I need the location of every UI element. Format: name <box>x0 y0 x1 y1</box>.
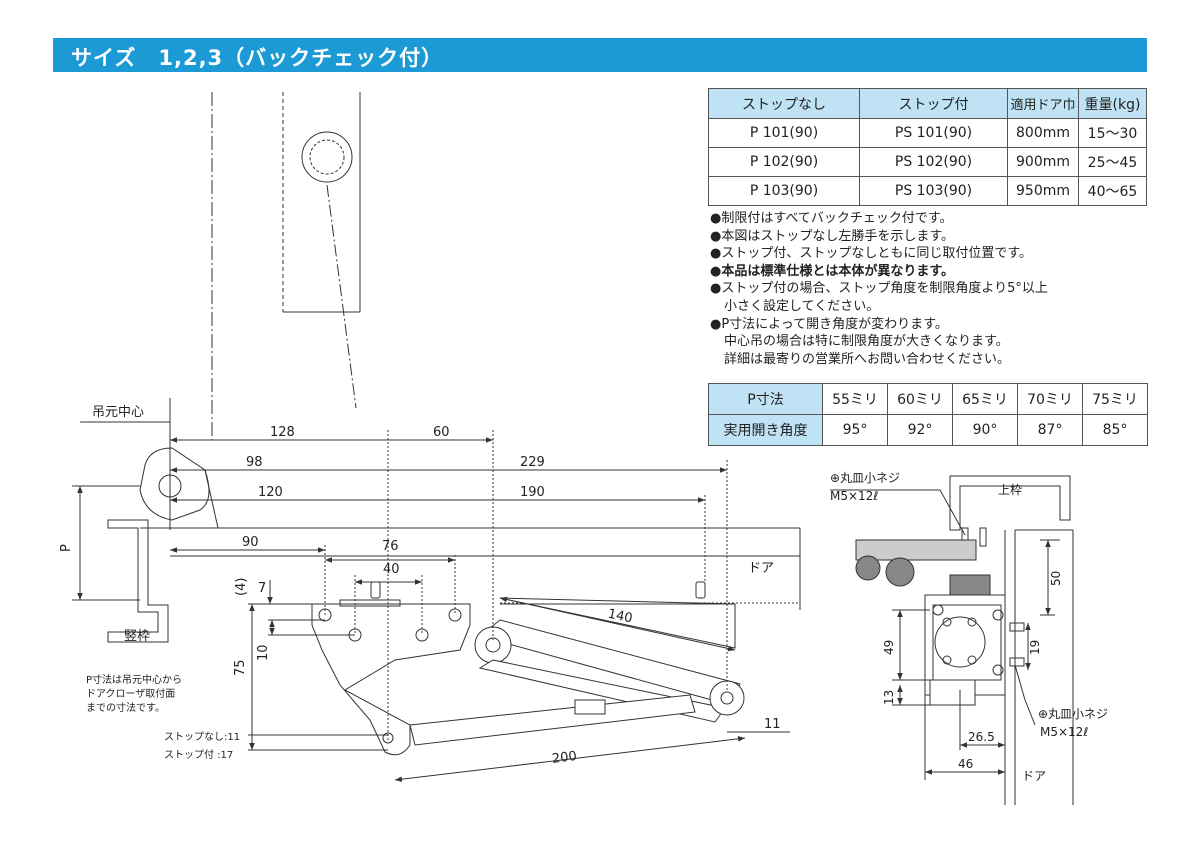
table-cell: 85° <box>1082 414 1148 446</box>
note-item: 中心吊の場合は特に制限角度が大きくなります。 <box>724 334 1009 350</box>
note-item: 小さく設定してください。 <box>724 298 880 314</box>
dim-140: 140 <box>606 607 633 627</box>
spec-table: ストップなし ストップ付 適用ドア巾 重量(kg) P 101(90) PS 1… <box>708 88 1147 206</box>
dim-4: (4) <box>234 578 249 596</box>
hinge-center-label: 吊元中心 <box>92 405 144 420</box>
opening-angle-label: 実用開き角度 <box>708 414 823 446</box>
table-row: P 103(90) PS 103(90) 950mm 40〜65 <box>708 176 1147 206</box>
table-cell: 60ミリ <box>887 383 953 415</box>
table-cell: 15〜30 <box>1078 118 1147 148</box>
note-item: ●ストップ付、ストップなしともに同じ取付位置です。 <box>710 246 1033 262</box>
side-door-label: ドア <box>1022 769 1046 783</box>
screw-bottom-label-1: ⊕丸皿小ネジ <box>1038 707 1108 721</box>
dim-40: 40 <box>383 562 400 577</box>
note-item-bold: ●本品は標準仕様とは本体が異なります。 <box>710 263 955 279</box>
table-cell: PS 103(90) <box>859 176 1008 206</box>
door-label: ドア <box>748 561 774 576</box>
table-cell: 90° <box>952 414 1018 446</box>
table-cell: 800mm <box>1007 118 1079 148</box>
dim-46: 46 <box>958 757 973 771</box>
side-view-drawing: ⊕丸皿小ネジ M5×12ℓ 上枠 ドア ⊕丸皿小ネジ M5×12ℓ 50 19 … <box>830 471 1108 805</box>
table-cell: 92° <box>887 414 953 446</box>
dim-13: 13 <box>882 690 896 705</box>
col-header-door-width: 適用ドア巾 <box>1007 88 1079 119</box>
col-header-weight: 重量(kg) <box>1078 88 1147 119</box>
p-note-line-2: ドアクローザ取付面 <box>86 687 175 700</box>
table-cell: PS 102(90) <box>859 147 1008 177</box>
dim-120: 120 <box>258 485 283 500</box>
dim-50: 50 <box>1049 571 1063 586</box>
table-cell: P 101(90) <box>708 118 860 148</box>
dim-60: 60 <box>433 425 450 440</box>
col-header-with-stop: ストップ付 <box>859 88 1008 119</box>
dim-7: 7 <box>258 581 266 596</box>
table-cell: 25〜45 <box>1078 147 1147 177</box>
p-dimension-table: P寸法 55ミリ 60ミリ 65ミリ 70ミリ 75ミリ 実用開き角度 95° … <box>708 383 1148 446</box>
dim-190: 190 <box>520 485 545 500</box>
p-label: P <box>59 544 74 552</box>
section-header: サイズ 1,2,3（バックチェック付） <box>53 38 1147 72</box>
stop-none-label: ストップなし:11 <box>164 731 240 743</box>
table-cell: 65ミリ <box>952 383 1018 415</box>
table-header-row: ストップなし ストップ付 適用ドア巾 重量(kg) <box>708 88 1147 119</box>
p-note-line-3: までの寸法です。 <box>86 701 165 714</box>
stop-with-label: ストップ付 :17 <box>164 748 233 761</box>
note-item: 詳細は最寄りの営業所へお問い合わせください。 <box>724 351 1011 367</box>
dim-11: 11 <box>764 717 781 732</box>
note-item: ●本図はストップなし左勝手を示します。 <box>710 228 955 244</box>
table-row: P 101(90) PS 101(90) 800mm 15〜30 <box>708 118 1147 148</box>
table-cell: PS 101(90) <box>859 118 1008 148</box>
table-row: P寸法 55ミリ 60ミリ 65ミリ 70ミリ 75ミリ <box>708 383 1148 415</box>
col-header-no-stop: ストップなし <box>708 88 860 119</box>
screw-bottom-label-2: M5×12ℓ <box>1040 725 1088 739</box>
table-cell: 950mm <box>1007 176 1079 206</box>
table-cell: P 103(90) <box>708 176 860 206</box>
dim-49: 49 <box>882 640 896 655</box>
dim-76: 76 <box>382 539 399 554</box>
table-cell: 900mm <box>1007 147 1079 177</box>
section-title: サイズ 1,2,3（バックチェック付） <box>71 46 444 70</box>
p-note-line-1: P寸法は吊元中心から <box>86 673 182 686</box>
dim-98: 98 <box>246 455 263 470</box>
table-cell: 87° <box>1017 414 1083 446</box>
table-row: 実用開き角度 95° 92° 90° 87° 85° <box>708 414 1148 446</box>
dim-10: 10 <box>256 644 271 661</box>
frame-label: 竪枠 <box>124 629 150 644</box>
table-cell: P 102(90) <box>708 147 860 177</box>
screw-top-label-1: ⊕丸皿小ネジ <box>830 471 900 485</box>
dim-26-5: 26.5 <box>968 730 995 744</box>
dim-128: 128 <box>270 425 295 440</box>
table-row: P 102(90) PS 102(90) 900mm 25〜45 <box>708 147 1147 177</box>
note-item: ●P寸法によって開き角度が変わります。 <box>710 316 948 332</box>
notes-list: ●制限付はすべてバックチェック付です。 ●本図はストップなし左勝手を示します。 … <box>710 210 1048 368</box>
table-cell: 40〜65 <box>1078 176 1147 206</box>
table-cell: 70ミリ <box>1017 383 1083 415</box>
dim-200: 200 <box>551 749 577 767</box>
dim-75: 75 <box>233 659 248 676</box>
dim-229: 229 <box>520 455 545 470</box>
screw-top-label-2: M5×12ℓ <box>830 489 878 503</box>
table-cell: 75ミリ <box>1082 383 1148 415</box>
note-item: ●制限付はすべてバックチェック付です。 <box>710 211 953 226</box>
top-frame-label: 上枠 <box>998 483 1022 497</box>
note-item: ●ストップ付の場合、ストップ角度を制限角度より5°以上 <box>710 281 1048 297</box>
dim-90: 90 <box>242 535 259 550</box>
dim-19: 19 <box>1028 640 1042 655</box>
